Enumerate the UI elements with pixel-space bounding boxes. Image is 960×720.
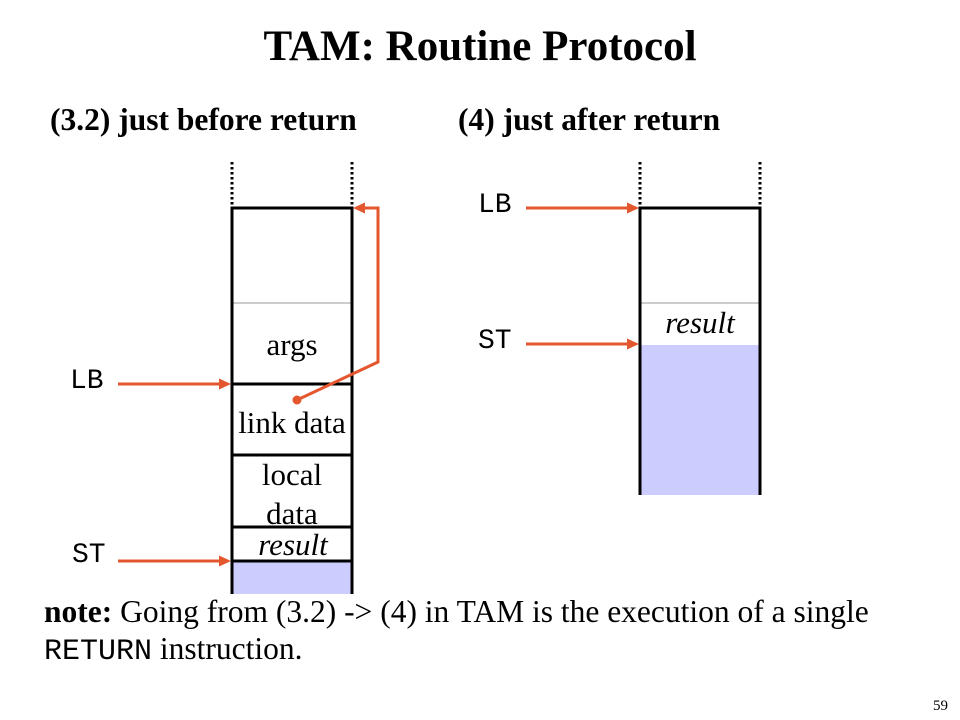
cell-link-data: link data (238, 405, 346, 440)
dynamic-link-pointer (296, 206, 380, 402)
right-stack: result (638, 162, 762, 495)
return-instruction-code: RETURN (44, 635, 153, 669)
cell-local-data-line-2: data (266, 496, 318, 531)
lb-register-label: LB (70, 366, 104, 397)
caption-after-return: (4) just after return (458, 102, 721, 137)
right-stack-free-space (641, 345, 759, 495)
cell-result: result (258, 527, 329, 562)
note-text-line-2: instruction. (159, 631, 303, 666)
lb-pointer-arrowhead-after (627, 202, 639, 214)
note-line-2: RETURN instruction. (44, 630, 303, 671)
cell-result-after: result (665, 305, 736, 340)
caption-before-return: (3.2) just before return (50, 102, 357, 137)
note-line-1: note: Going from (3.2) -> (4) in TAM is … (44, 593, 869, 630)
st-register-label: ST (72, 540, 106, 571)
right-registers: LB ST (478, 190, 639, 357)
left-stack-free-space (233, 562, 351, 594)
note-text-line-1: Going from (3.2) -> (4) in TAM is the ex… (120, 594, 869, 629)
slide-title: TAM: Routine Protocol (263, 23, 697, 70)
lb-register-label-after: LB (478, 190, 512, 221)
cell-args: args (266, 327, 317, 362)
cell-local-data-line-1: local (262, 457, 322, 492)
st-pointer-arrowhead-after (627, 338, 639, 350)
st-pointer-arrowhead (219, 555, 231, 567)
dynamic-link-arrowhead (353, 202, 365, 214)
left-stack: args link data local data result (230, 162, 354, 594)
left-registers: LB ST (70, 202, 380, 571)
st-register-label-after: ST (478, 326, 512, 357)
page-number: 59 (933, 698, 948, 714)
dynamic-link-origin-dot (292, 395, 302, 405)
note-label: note: (44, 594, 113, 629)
lb-pointer-arrowhead (219, 378, 231, 390)
